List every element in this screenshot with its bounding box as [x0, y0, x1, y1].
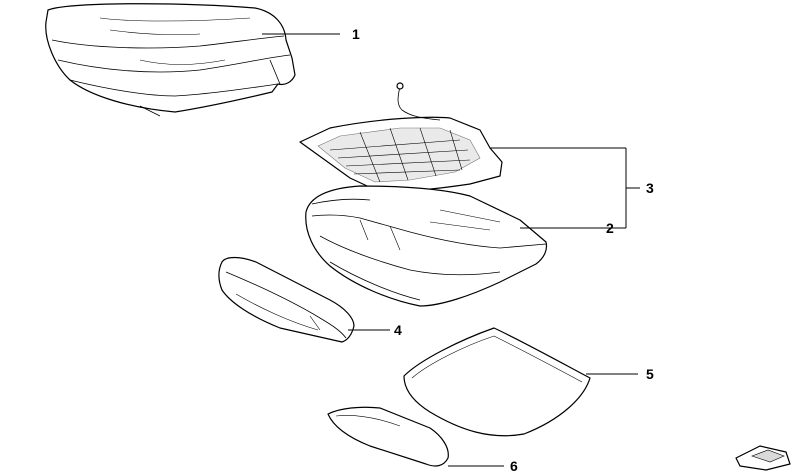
callout-1: 1 — [352, 26, 360, 42]
callout-2: 2 — [606, 220, 614, 236]
seat-cover-part[interactable] — [45, 3, 296, 117]
front-foam-strip-part[interactable] — [218, 256, 355, 343]
callout-4: 4 — [394, 322, 402, 338]
callout-6: 6 — [510, 458, 518, 473]
flat-pad-part[interactable] — [403, 327, 591, 437]
view-direction-icon — [735, 445, 791, 471]
callout-3: 3 — [646, 180, 654, 196]
small-pad-part[interactable] — [327, 406, 449, 467]
heating-element-part[interactable] — [299, 82, 503, 193]
seat-cushion-foam-part[interactable] — [305, 185, 548, 307]
callout-5: 5 — [646, 366, 654, 382]
